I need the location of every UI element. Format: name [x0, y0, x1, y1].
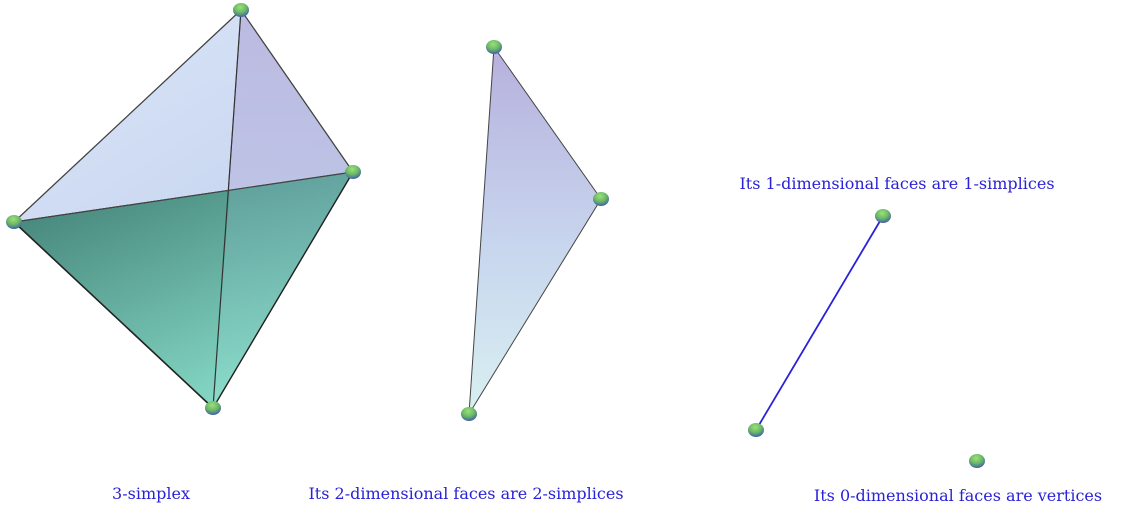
- segment-vertex: [748, 423, 764, 437]
- triangle-face: [468, 45, 602, 415]
- tetra-edge-left-right: [13, 171, 354, 223]
- segment-line: [755, 215, 884, 431]
- point: [969, 454, 985, 468]
- segment: [748, 209, 891, 437]
- triangle: [461, 40, 609, 421]
- tetra-edge-top-left: [13, 9, 242, 223]
- tetra-vertex: [233, 3, 249, 17]
- tetrahedron: [6, 3, 361, 415]
- tetra-edge-top-right: [240, 9, 354, 173]
- tetra-edge-right-bottom: [212, 171, 354, 409]
- segment-vertex: [875, 209, 891, 223]
- triangle-vertex: [461, 407, 477, 421]
- tetra-edge-left-bottom: [13, 221, 214, 409]
- triangle-vertex: [593, 192, 609, 206]
- caption-0-faces: Its 0-dimensional faces are vertices: [813, 486, 1103, 505]
- caption-2-faces: Its 2-dimensional faces are 2-simplices: [308, 484, 624, 503]
- triangle-vertex: [486, 40, 502, 54]
- tetra-vertex: [345, 165, 361, 179]
- caption-3-simplex: 3-simplex: [112, 484, 190, 503]
- tetra-edge-hidden: [212, 9, 242, 409]
- lone-vertex: [969, 454, 985, 468]
- tetra-vertex: [6, 215, 22, 229]
- tetra-vertex: [205, 401, 221, 415]
- caption-1-faces: Its 1-dimensional faces are 1-simplices: [739, 174, 1055, 193]
